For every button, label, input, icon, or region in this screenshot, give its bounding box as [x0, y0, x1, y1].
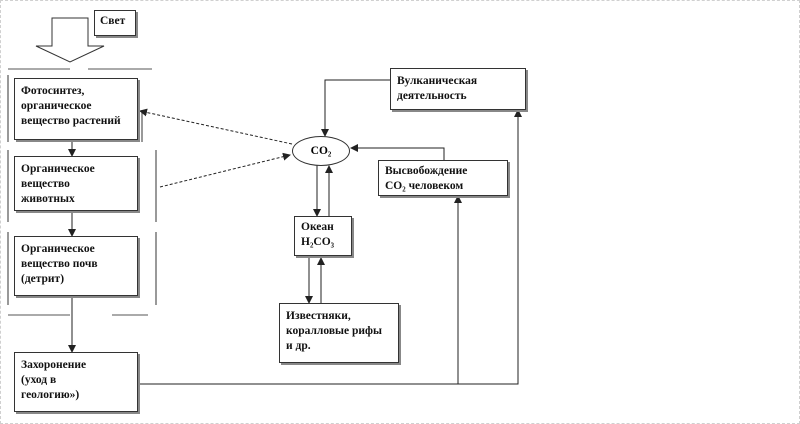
light-box: Свет: [94, 10, 136, 36]
arrow-volcanic-to-co2: [321, 79, 390, 137]
burial-box: Захоронение (уход в геологию»): [14, 352, 138, 412]
co2-node: CO₂: [292, 136, 350, 166]
arrow-human-to-co2: [350, 144, 445, 160]
animal-matter-box: Органическое вещество животных: [14, 156, 138, 211]
ocean-box: Океан H₂CO₃: [294, 216, 352, 256]
volcanic-box: Вулканическая деятельность: [390, 68, 526, 110]
photosynthesis-box: Фотосинтез, органическое вещество растен…: [14, 78, 138, 140]
arrow-burial-to-volcanic: [458, 109, 522, 385]
arrow-co2-to-photosynthesis: [139, 108, 293, 145]
arrow-animals-to-co2: [159, 152, 291, 188]
soil-matter-box: Органическое вещество почв (детрит): [14, 236, 138, 296]
light-arrow: [35, 17, 105, 63]
human-release-box: Высвобождение CO₂ человеком: [378, 160, 508, 196]
limestone-box: Известняки, коралловые рифы и др.: [279, 303, 399, 363]
